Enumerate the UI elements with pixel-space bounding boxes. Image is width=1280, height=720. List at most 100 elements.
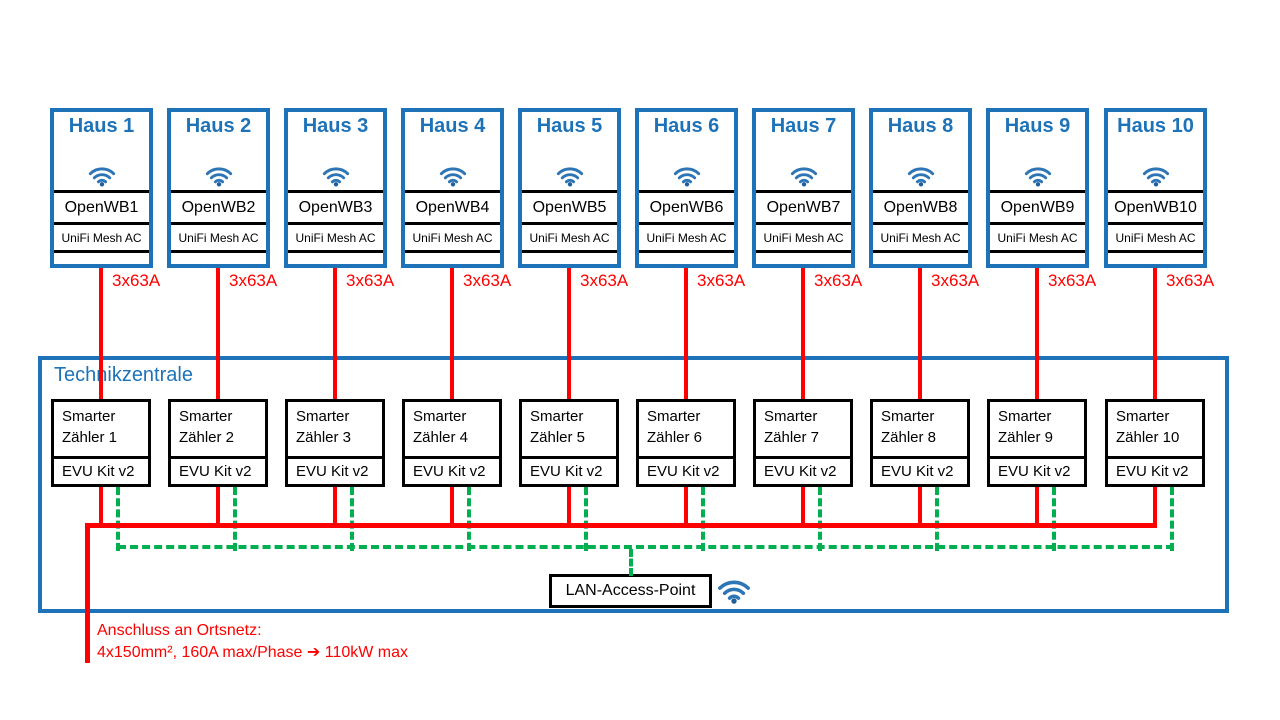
divider <box>288 250 383 253</box>
divider <box>756 250 851 253</box>
meter-to-bus-line <box>1153 487 1157 527</box>
house-header: Haus 2 <box>171 112 266 190</box>
house-unit: Haus 10 OpenWB10 UniFi Mesh AC 3x63A Sma… <box>1097 108 1215 578</box>
technikzentrale-title: Technikzentrale <box>54 364 193 386</box>
house-header: Haus 6 <box>639 112 734 190</box>
evu-kit-label: EVU Kit v2 <box>296 463 369 480</box>
wifi-icon <box>1142 167 1169 187</box>
evu-kit-label: EVU Kit v2 <box>881 463 954 480</box>
divider <box>288 190 383 193</box>
wifi-icon <box>790 167 817 187</box>
house-header: Haus 5 <box>522 112 617 190</box>
house-title: Haus 2 <box>185 115 252 137</box>
wifi-icon <box>556 167 583 187</box>
divider <box>522 190 617 193</box>
feeder-rating-label: 3x63A <box>1048 271 1097 290</box>
house-unit: Haus 4 OpenWB4 UniFi Mesh AC 3x63A Smart… <box>394 108 512 578</box>
smart-meter-label: Smarter Zähler 1 <box>62 408 118 446</box>
house-title: Haus 10 <box>1117 115 1194 137</box>
house-title: Haus 1 <box>68 115 135 137</box>
house-feeder-line <box>99 268 103 399</box>
evu-kit-label: EVU Kit v2 <box>179 463 252 480</box>
divider <box>171 250 266 253</box>
wifi-icon <box>322 167 349 187</box>
divider <box>522 250 617 253</box>
mesh-ap-label: UniFi Mesh AC <box>412 230 493 245</box>
divider <box>288 456 382 459</box>
lan-access-point-drop-line <box>629 549 633 576</box>
house-feeder-line <box>1035 268 1039 399</box>
evu-kit-label: EVU Kit v2 <box>998 463 1071 480</box>
wallbox-label: OpenWB10 <box>1114 198 1197 216</box>
house-box: Haus 2 OpenWB2 UniFi Mesh AC <box>167 108 270 268</box>
evu-kit-label: EVU Kit v2 <box>530 463 603 480</box>
smart-meter-label: Smarter Zähler 9 <box>998 408 1054 446</box>
meter-lan-line <box>935 487 939 551</box>
divider <box>405 456 499 459</box>
divider <box>54 222 149 225</box>
smart-meter-box: Smarter Zähler 6 EVU Kit v2 <box>636 399 736 487</box>
divider <box>405 222 500 225</box>
meter-to-bus-line <box>450 487 454 527</box>
meter-to-bus-line <box>99 487 103 527</box>
meter-to-bus-line <box>216 487 220 527</box>
evu-kit-label: EVU Kit v2 <box>1116 463 1189 480</box>
mesh-ap-label: UniFi Mesh AC <box>295 230 376 245</box>
divider <box>639 190 734 193</box>
house-feeder-line <box>450 268 454 399</box>
house-feeder-line <box>1153 268 1157 399</box>
divider <box>171 456 265 459</box>
feeder-rating-label: 3x63A <box>463 271 512 290</box>
evu-kit-label: EVU Kit v2 <box>62 463 135 480</box>
meter-to-bus-line <box>684 487 688 527</box>
house-header: Haus 10 <box>1108 112 1203 190</box>
wallbox-label: OpenWB4 <box>415 198 490 216</box>
house-title: Haus 5 <box>536 115 603 137</box>
divider <box>873 222 968 225</box>
divider <box>54 456 148 459</box>
wifi-icon <box>907 167 934 187</box>
house-box: Haus 7 OpenWB7 UniFi Mesh AC <box>752 108 855 268</box>
house-unit: Haus 3 OpenWB3 UniFi Mesh AC 3x63A Smart… <box>277 108 395 578</box>
evu-kit-label: EVU Kit v2 <box>647 463 720 480</box>
smart-meter-label: Smarter Zähler 7 <box>764 408 820 446</box>
wifi-icon <box>673 167 700 187</box>
smart-meter-label: Smarter Zähler 8 <box>881 408 937 446</box>
divider <box>171 190 266 193</box>
house-box: Haus 8 OpenWB8 UniFi Mesh AC <box>869 108 972 268</box>
divider <box>639 250 734 253</box>
divider <box>756 456 850 459</box>
divider <box>1108 250 1203 253</box>
smart-meter-label: Smarter Zähler 10 <box>1116 408 1180 446</box>
house-unit: Haus 9 OpenWB9 UniFi Mesh AC 3x63A Smart… <box>979 108 1097 578</box>
lan-access-point-box: LAN-Access-Point <box>549 574 712 608</box>
house-header: Haus 9 <box>990 112 1085 190</box>
smart-meter-label: Smarter Zähler 2 <box>179 408 235 446</box>
wifi-icon <box>1024 167 1051 187</box>
feeder-rating-label: 3x63A <box>1166 271 1215 290</box>
wifi-icon <box>88 167 115 187</box>
feeder-rating-label: 3x63A <box>229 271 278 290</box>
divider <box>1108 456 1202 459</box>
divider <box>756 222 851 225</box>
meter-lan-line <box>1170 487 1174 551</box>
feeder-rating-label: 3x63A <box>697 271 746 290</box>
evu-kit-label: EVU Kit v2 <box>413 463 486 480</box>
meter-lan-line <box>233 487 237 551</box>
grid-feed-line <box>85 523 90 663</box>
meter-lan-line <box>701 487 705 551</box>
wifi-icon <box>439 167 466 187</box>
meter-to-bus-line <box>1035 487 1039 527</box>
divider <box>873 456 967 459</box>
smart-meter-box: Smarter Zähler 8 EVU Kit v2 <box>870 399 970 487</box>
house-unit: Haus 6 OpenWB6 UniFi Mesh AC 3x63A Smart… <box>628 108 746 578</box>
feeder-rating-label: 3x63A <box>112 271 161 290</box>
divider <box>990 250 1085 253</box>
house-box: Haus 3 OpenWB3 UniFi Mesh AC <box>284 108 387 268</box>
house-title: Haus 7 <box>770 115 837 137</box>
house-box: Haus 9 OpenWB9 UniFi Mesh AC <box>986 108 1089 268</box>
wallbox-label: OpenWB2 <box>181 198 256 216</box>
grid-connection-line2: 4x150mm², 160A max/Phase ➔ 110kW max <box>97 644 409 661</box>
house-feeder-line <box>684 268 688 399</box>
